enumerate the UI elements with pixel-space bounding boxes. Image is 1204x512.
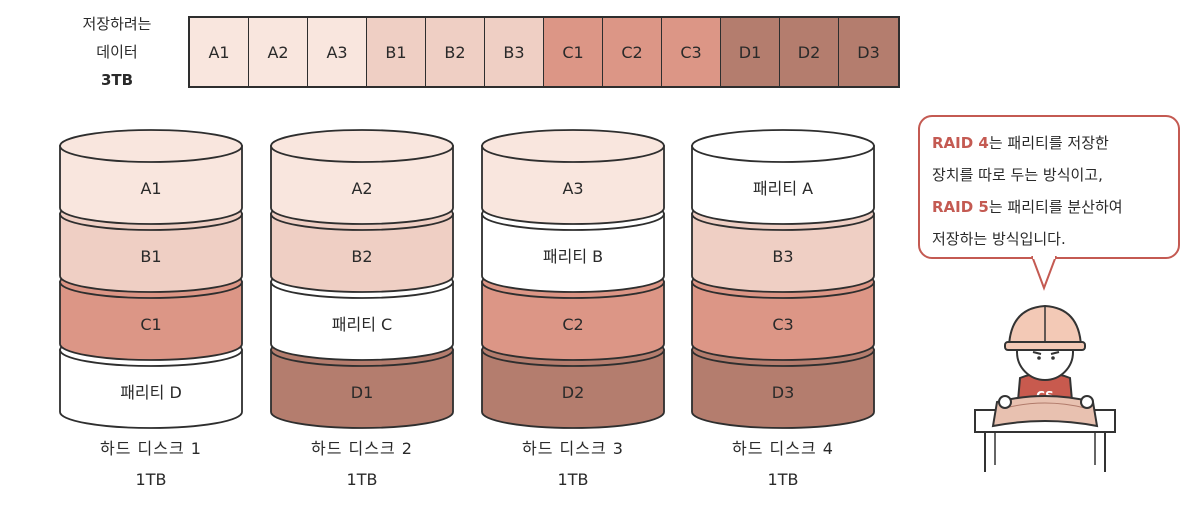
data-block-b3: B3 [485,18,544,86]
data-label-size: 3TB [100,71,134,89]
data-block-a2: A2 [249,18,308,86]
hard-disk-1: 패리티 D C1 B1 A1 [59,129,243,429]
disk-1-name: 하드 디스크 1 [100,439,202,458]
data-block-d3: D3 [839,18,898,86]
speech-bubble-tail [1031,256,1057,291]
bubble-line-1: RAID 4는 패리티를 저장한 [932,127,1166,159]
disk-2-layer-3-label: 패리티 C [332,315,392,334]
data-block-d1: D1 [721,18,780,86]
bubble-line-2: 장치를 따로 두는 방식이고, [932,166,1103,184]
disk-1-layer-2-label: B1 [140,247,161,266]
left-hand [998,395,1012,409]
disk-4-name: 하드 디스크 4 [732,439,834,458]
disk-2-layer-1: A2 [270,129,454,225]
mascot-illustration: CS [974,304,1116,472]
bubble-line-4: 저장하는 방식입니다. [932,230,1066,248]
disk-1-layer-1-label: A1 [140,179,161,198]
bubble-line-3: RAID 5는 패리티를 분산하여 [932,191,1166,223]
hard-disk-3: D2 C2 패리티 B A3 [481,129,665,429]
disk-1-layer-4-label: 패리티 D [120,383,182,402]
hard-hat-icon [1004,304,1086,351]
bubble-line-3-text: 는 패리티를 분산하여 [988,198,1123,216]
bubble-line-1-text: 는 패리티를 저장한 [988,134,1109,152]
disk-3-name: 하드 디스크 3 [522,439,624,458]
data-block-c2: C2 [603,18,662,86]
data-block-a3: A3 [308,18,367,86]
disk-4-layer-4-label: D3 [772,383,795,402]
disk-4-size: 1TB [767,470,799,489]
raid4-highlight: RAID 4 [932,134,989,152]
disk-3-size: 1TB [557,470,589,489]
data-block-d2: D2 [780,18,839,86]
disk-2-size: 1TB [346,470,378,489]
disk-1-layer-3-label: C1 [140,315,161,334]
right-hand [1080,395,1094,409]
blueprint-sheet [991,395,1099,428]
data-label-line2: 데이터 [96,43,138,61]
disk-3-layer-4-label: D2 [562,383,585,402]
disk-3-layer-2-label: 패리티 B [543,247,603,266]
data-to-store-label: 저장하려는 데이터 3TB [62,10,172,94]
data-block-b1: B1 [367,18,426,86]
disk-1-layer-1: A1 [59,129,243,225]
disk-4-layer-3-label: C3 [772,315,793,334]
disk-3-layer-1-label: A3 [562,179,583,198]
disk-3-layer-1: A3 [481,129,665,225]
disk-4-layer-1-label: 패리티 A [753,179,813,198]
disk-2-layer-1-label: A2 [351,179,372,198]
disk-3-layer-3-label: C2 [562,315,583,334]
speech-bubble: RAID 4는 패리티를 저장한 장치를 따로 두는 방식이고, RAID 5는… [918,115,1180,259]
disk-4-layer-1: 패리티 A [691,129,875,225]
disk-2-name: 하드 디스크 2 [311,439,413,458]
disk-2-layer-4-label: D1 [351,383,374,402]
disk-2-layer-2-label: B2 [351,247,372,266]
disk-4-layer-2-label: B3 [772,247,793,266]
data-label-line1: 저장하려는 [82,15,152,33]
disk-1-size: 1TB [135,470,167,489]
data-block-c1: C1 [544,18,603,86]
hard-disk-4: D3 C3 B3 패리티 A [691,129,875,429]
raid5-highlight: RAID 5 [932,198,989,216]
hard-disk-2: D1 패리티 C B2 A2 [270,129,454,429]
data-block-b2: B2 [426,18,485,86]
data-block-a1: A1 [190,18,249,86]
data-block-c3: C3 [662,18,721,86]
